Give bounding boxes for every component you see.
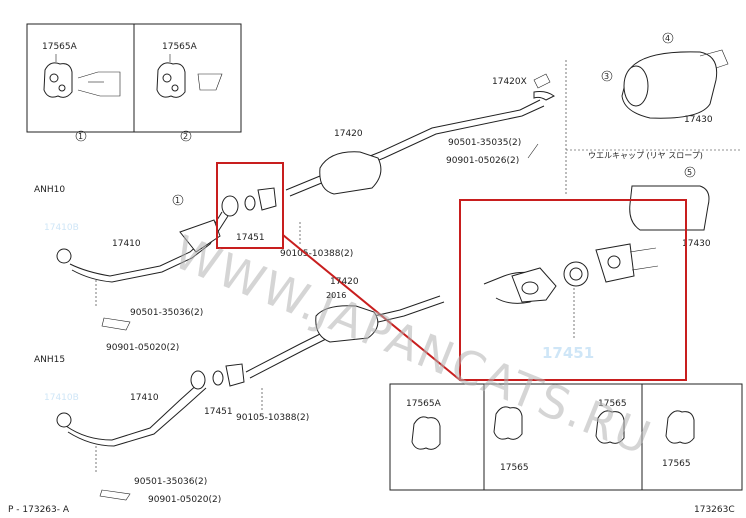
part-label-90501-35036-bottom[interactable]: 90501-35036(2)	[134, 477, 207, 487]
part-label-17565a-bottom[interactable]: 17565A	[406, 399, 442, 409]
part-label-90901-05020-bottom[interactable]: 90901-05020(2)	[148, 495, 221, 505]
part-label-17451-bottom[interactable]: 17451	[204, 407, 233, 417]
front-pipe-17410-bottom	[65, 381, 207, 447]
callout-2: 2	[183, 132, 188, 141]
rubber-hanger-icon	[43, 54, 73, 98]
part-label-90105-10388-top[interactable]: 90105-10388(2)	[280, 249, 353, 259]
rubber-hanger-icon	[595, 410, 625, 444]
part-label-17420-top[interactable]: 17420	[334, 129, 363, 139]
part-label-17420x[interactable]: 17420X	[492, 77, 527, 87]
part-label-17565a-panel1[interactable]: 17565A	[42, 42, 78, 52]
callout-1: 1	[78, 132, 83, 141]
callout-3: 3	[604, 72, 609, 81]
part-label-17430-lower[interactable]: 17430	[682, 239, 711, 249]
hanger-detail-panel-bottom-right: 17565A 17565 17565 17565	[389, 383, 743, 491]
part-label-17565-bottom-2[interactable]: 17565	[500, 463, 529, 473]
gasket-17451-group-bottom	[190, 363, 245, 390]
part-label-17410b-bottom[interactable]: 17410B	[44, 393, 79, 403]
front-pipe-17410-top	[69, 211, 229, 283]
part-label-17451-inset[interactable]: 17451	[542, 344, 594, 362]
rubber-hanger-icon	[411, 416, 441, 450]
figure-code-right: 173263C	[694, 505, 735, 515]
callout-5: 5	[687, 168, 692, 177]
kanji-caption: ウエルキャップ (リヤ スロープ)	[588, 151, 703, 160]
callout-1-main: 1	[175, 196, 180, 205]
hanger-detail-panel-top-left: 17565A 17565A 1 2	[26, 23, 242, 142]
variant-label-anh10: ANH10	[34, 185, 65, 195]
part-label-17565a-panel2[interactable]: 17565A	[162, 42, 198, 52]
center-pipe-17420-top	[285, 99, 545, 197]
part-label-90501-35036-top[interactable]: 90501-35036(2)	[130, 308, 203, 318]
part-label-90901-05026[interactable]: 90901-05026(2)	[446, 156, 519, 166]
center-pipe-17420-bottom	[245, 295, 445, 379]
part-label-17410-top[interactable]: 17410	[112, 239, 141, 249]
part-label-17420-bottom[interactable]: 17420	[330, 277, 359, 287]
variant-label-anh15: ANH15	[34, 355, 65, 365]
part-label-90501-35035[interactable]: 90501-35035(2)	[448, 138, 521, 148]
rear-muffler-alt	[629, 185, 710, 231]
part-label-17410-bottom[interactable]: 17410	[130, 393, 159, 403]
watermark-year: 2016	[326, 291, 346, 300]
part-label-17565-bottom-1[interactable]: 17565	[598, 399, 627, 409]
part-label-17451-top[interactable]: 17451	[236, 233, 265, 243]
muffler-detail-top-right: 4 3 17430 ウエルキャップ (リヤ スロープ) 5 17430	[565, 32, 740, 249]
part-label-17430-top[interactable]: 17430	[684, 115, 713, 125]
gasket-17451-group-top	[221, 187, 277, 217]
callout-4: 4	[665, 34, 670, 43]
rubber-hanger-icon	[665, 410, 695, 444]
part-label-90105-10388-bottom[interactable]: 90105-10388(2)	[236, 413, 309, 423]
part-label-90901-05020-top[interactable]: 90901-05020(2)	[106, 343, 179, 353]
highlight-box-17451	[216, 162, 284, 249]
rubber-hanger-icon	[493, 406, 523, 440]
part-label-17565-bottom-3[interactable]: 17565	[662, 459, 691, 469]
zoom-inset-17451: 17451	[459, 199, 687, 381]
part-label-17410b-top[interactable]: 17410B	[44, 223, 79, 233]
zoom-leader-line	[282, 234, 461, 381]
rear-muffler	[621, 49, 729, 119]
figure-code-left: P - 173263- A	[8, 505, 70, 515]
rubber-hanger-icon	[156, 54, 186, 98]
